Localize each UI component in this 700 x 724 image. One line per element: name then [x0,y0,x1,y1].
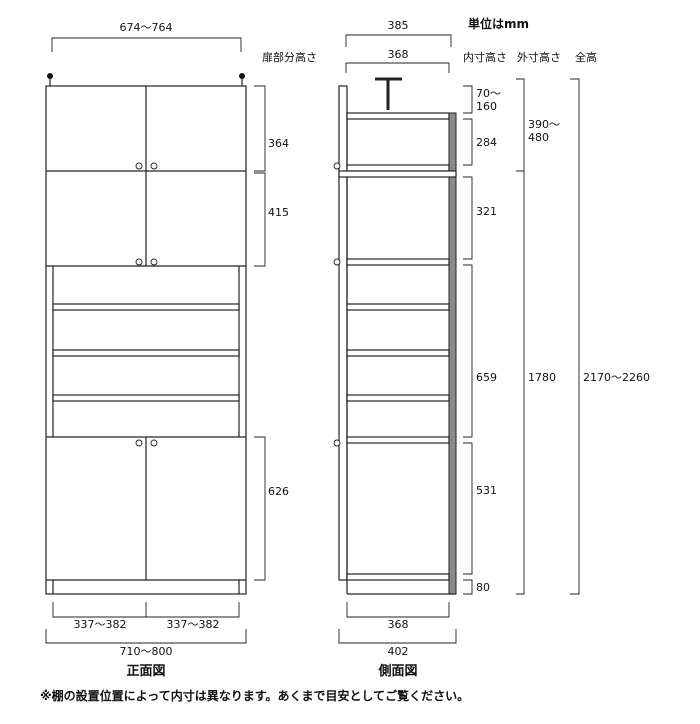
side-inner-height-label: 321 [476,205,497,218]
header-door-height: 扉部分高さ [262,50,317,64]
side-outer-height-dim [516,78,525,172]
front-knob [150,439,158,447]
side-total-height-label: 2170～2260 [583,371,650,384]
side-bottom-depth-inner-dim [346,602,450,618]
front-door-height-label: 364 [268,137,289,150]
side-inner-height-dim [463,264,473,438]
side-inner-height-label: 531 [476,484,497,497]
front-top-width-label: 674～764 [120,21,173,34]
front-shelf [52,394,240,402]
front-shelf [52,303,240,311]
side-total-height-dim [570,78,580,595]
side-front-edge [338,85,348,581]
side-inner-height-dim [463,176,473,260]
front-door-height-dim [254,85,266,172]
front-knob [135,439,143,447]
unit-label: 単位はmm [468,16,529,31]
side-bottom-depth-outer-label: 402 [388,645,409,658]
side-shelf [346,436,450,444]
front-total-width-dim [45,629,247,644]
side-divider [338,170,457,178]
header-inner-height: 内寸高さ [463,50,507,64]
side-inner-height-line: 70～ [476,87,501,100]
side-back-panel [448,112,457,595]
front-knob [135,162,143,170]
side-view-caption: 側面図 [377,663,417,679]
header-outer-height: 外寸高さ [517,50,561,64]
side-inner-height-dim [463,442,473,575]
front-knob [150,162,158,170]
side-top-board [346,112,450,120]
side-knob [333,258,341,266]
side-bottom-board [346,573,450,581]
side-top-depth-inner-label: 368 [388,48,409,61]
front-shelf [52,349,240,357]
side-inner-height-label: 659 [476,371,497,384]
side-top-depth-outer-dim [345,34,452,47]
side-knob [333,439,341,447]
front-total-width-label: 710～800 [120,645,173,658]
side-outer-height-dim [516,170,525,595]
front-view-caption: 正面図 [126,664,165,679]
side-shelf [346,394,450,402]
side-inner-height-dim [463,118,473,166]
side-inner-height-dim [463,85,473,114]
side-shelf [346,258,450,266]
side-shelf [346,303,450,311]
side-outer-height-label: 1780 [528,371,556,384]
side-outer-height-label: 390～ 480 [528,118,564,144]
side-inner-height-label: 284 [476,136,497,149]
side-inner-height-label: 70～ 160 [476,87,505,113]
side-inner-height-label: 80 [476,581,490,594]
footnote: ※棚の設置位置によって内寸は異なります。あくまで目安としてご覧ください。 [40,688,469,703]
side-inner-height-line: 160 [476,100,497,113]
front-view: 674～764 364 415 6 [45,21,289,679]
front-knob [135,258,143,266]
side-top-depth-inner-dim [345,62,450,73]
front-top-width-dim [51,37,242,52]
side-shelf [346,349,450,357]
front-door-height-label: 626 [268,485,289,498]
front-door-height-dim [254,436,266,581]
side-knob [333,162,341,170]
side-shelf [346,164,450,172]
side-top-depth-outer-label: 385 [388,19,409,32]
front-pin-left-head [47,73,53,79]
side-inner-height-dim [463,579,473,595]
side-outer-height-line: 480 [528,131,549,144]
side-bottom-depth-inner-label: 368 [388,618,409,631]
side-view: 385 368 70～ 160 284 321 [333,19,650,679]
front-door-height-dim [254,172,266,267]
front-bottom-half-right-label: 337～382 [167,618,220,631]
front-pin-right-head [239,73,245,79]
header-total-height: 全高 [575,50,597,64]
front-door-height-label: 415 [268,206,289,219]
side-bottom-depth-outer-dim [338,629,457,644]
side-outer-height-line: 390～ [528,118,560,131]
front-knob [150,258,158,266]
front-bottom-half-left-label: 337～382 [74,618,127,631]
